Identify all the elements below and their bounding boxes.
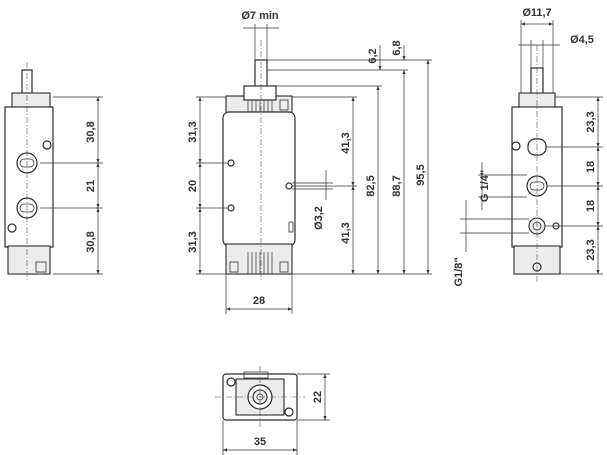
front-dim-88-7: 88,7 — [391, 175, 403, 196]
left-view-screw-bottom — [7, 223, 17, 233]
left-dim-21: 21 — [85, 180, 97, 192]
front-view-slot-bottom-left — [229, 261, 239, 273]
front-dim-31-3-top: 31,3 — [187, 121, 199, 142]
left-dim-30-8-bot: 30,8 — [85, 231, 97, 252]
front-dim-82-5: 82,5 — [365, 175, 377, 196]
left-side-view: 30,8 21 30,8 — [4, 62, 103, 282]
front-dim-28: 28 — [253, 295, 265, 307]
front-dim-41-3-bot: 41,3 — [340, 222, 352, 243]
left-view-port-bottom-slot — [19, 203, 35, 213]
front-view-slot-bottom-right — [279, 261, 289, 273]
right-dim-dia-11-7: Ø11,7 — [522, 7, 551, 19]
left-dim-30-8-top: 30,8 — [85, 121, 97, 142]
front-dim-6-2: 6,2 — [367, 48, 379, 63]
front-view-cap-top-inner — [243, 85, 277, 101]
front-view-body — [222, 111, 296, 247]
right-port-g18: G1/8" — [453, 257, 465, 286]
right-port-g14: G 1/4" — [479, 170, 491, 202]
left-view-screw-top — [42, 140, 52, 150]
front-dim-20: 20 — [187, 180, 199, 192]
front-dim-41-3-top: 41,3 — [340, 132, 352, 153]
right-dim-18-top: 18 — [585, 161, 597, 173]
right-dim-dia-4-5: Ø4,5 — [570, 34, 594, 46]
bottom-dim-22: 22 — [312, 391, 324, 403]
bottom-view: 22 35 — [215, 366, 330, 455]
front-view-bottom-ribs — [247, 252, 273, 274]
front-dim-6-8: 6,8 — [391, 40, 403, 55]
bottom-view-screw-bottom-right — [284, 407, 294, 417]
right-side-view: Ø11,7 Ø4,5 23,3 18 18 23,3 G 1/4" G1/8" — [453, 7, 603, 287]
front-view-hole-mid — [285, 182, 293, 190]
front-dim-95-5: 95,5 — [415, 164, 427, 185]
bottom-dim-35: 35 — [254, 436, 266, 448]
left-view-cap-bottom — [7, 245, 51, 275]
bottom-view-top-slot — [243, 371, 269, 379]
right-view-screw-top — [511, 141, 521, 151]
front-dim-31-3-bot: 31,3 — [187, 231, 199, 252]
front-dim-dia-hole: Ø3,2 — [313, 206, 325, 230]
left-view-slot-bottom — [35, 261, 47, 273]
front-view-slot-top-right — [279, 99, 289, 111]
right-dim-23-3-top: 23,3 — [585, 111, 597, 132]
front-dim-dia-top: Ø7 min — [241, 10, 279, 22]
right-dim-23-3-bot: 23,3 — [585, 239, 597, 260]
front-view-side-slot — [288, 221, 294, 233]
front-view-cap-bottom — [225, 243, 293, 275]
front-view: Ø7 min 31,3 20 31,3 6,2 6,8 41,3 41,3 — [187, 10, 432, 314]
front-view-hole-top — [227, 159, 235, 167]
bottom-view-screw-top-left — [226, 377, 236, 387]
front-view-hole-bottom — [227, 204, 235, 212]
right-dim-18-bot: 18 — [585, 200, 597, 212]
